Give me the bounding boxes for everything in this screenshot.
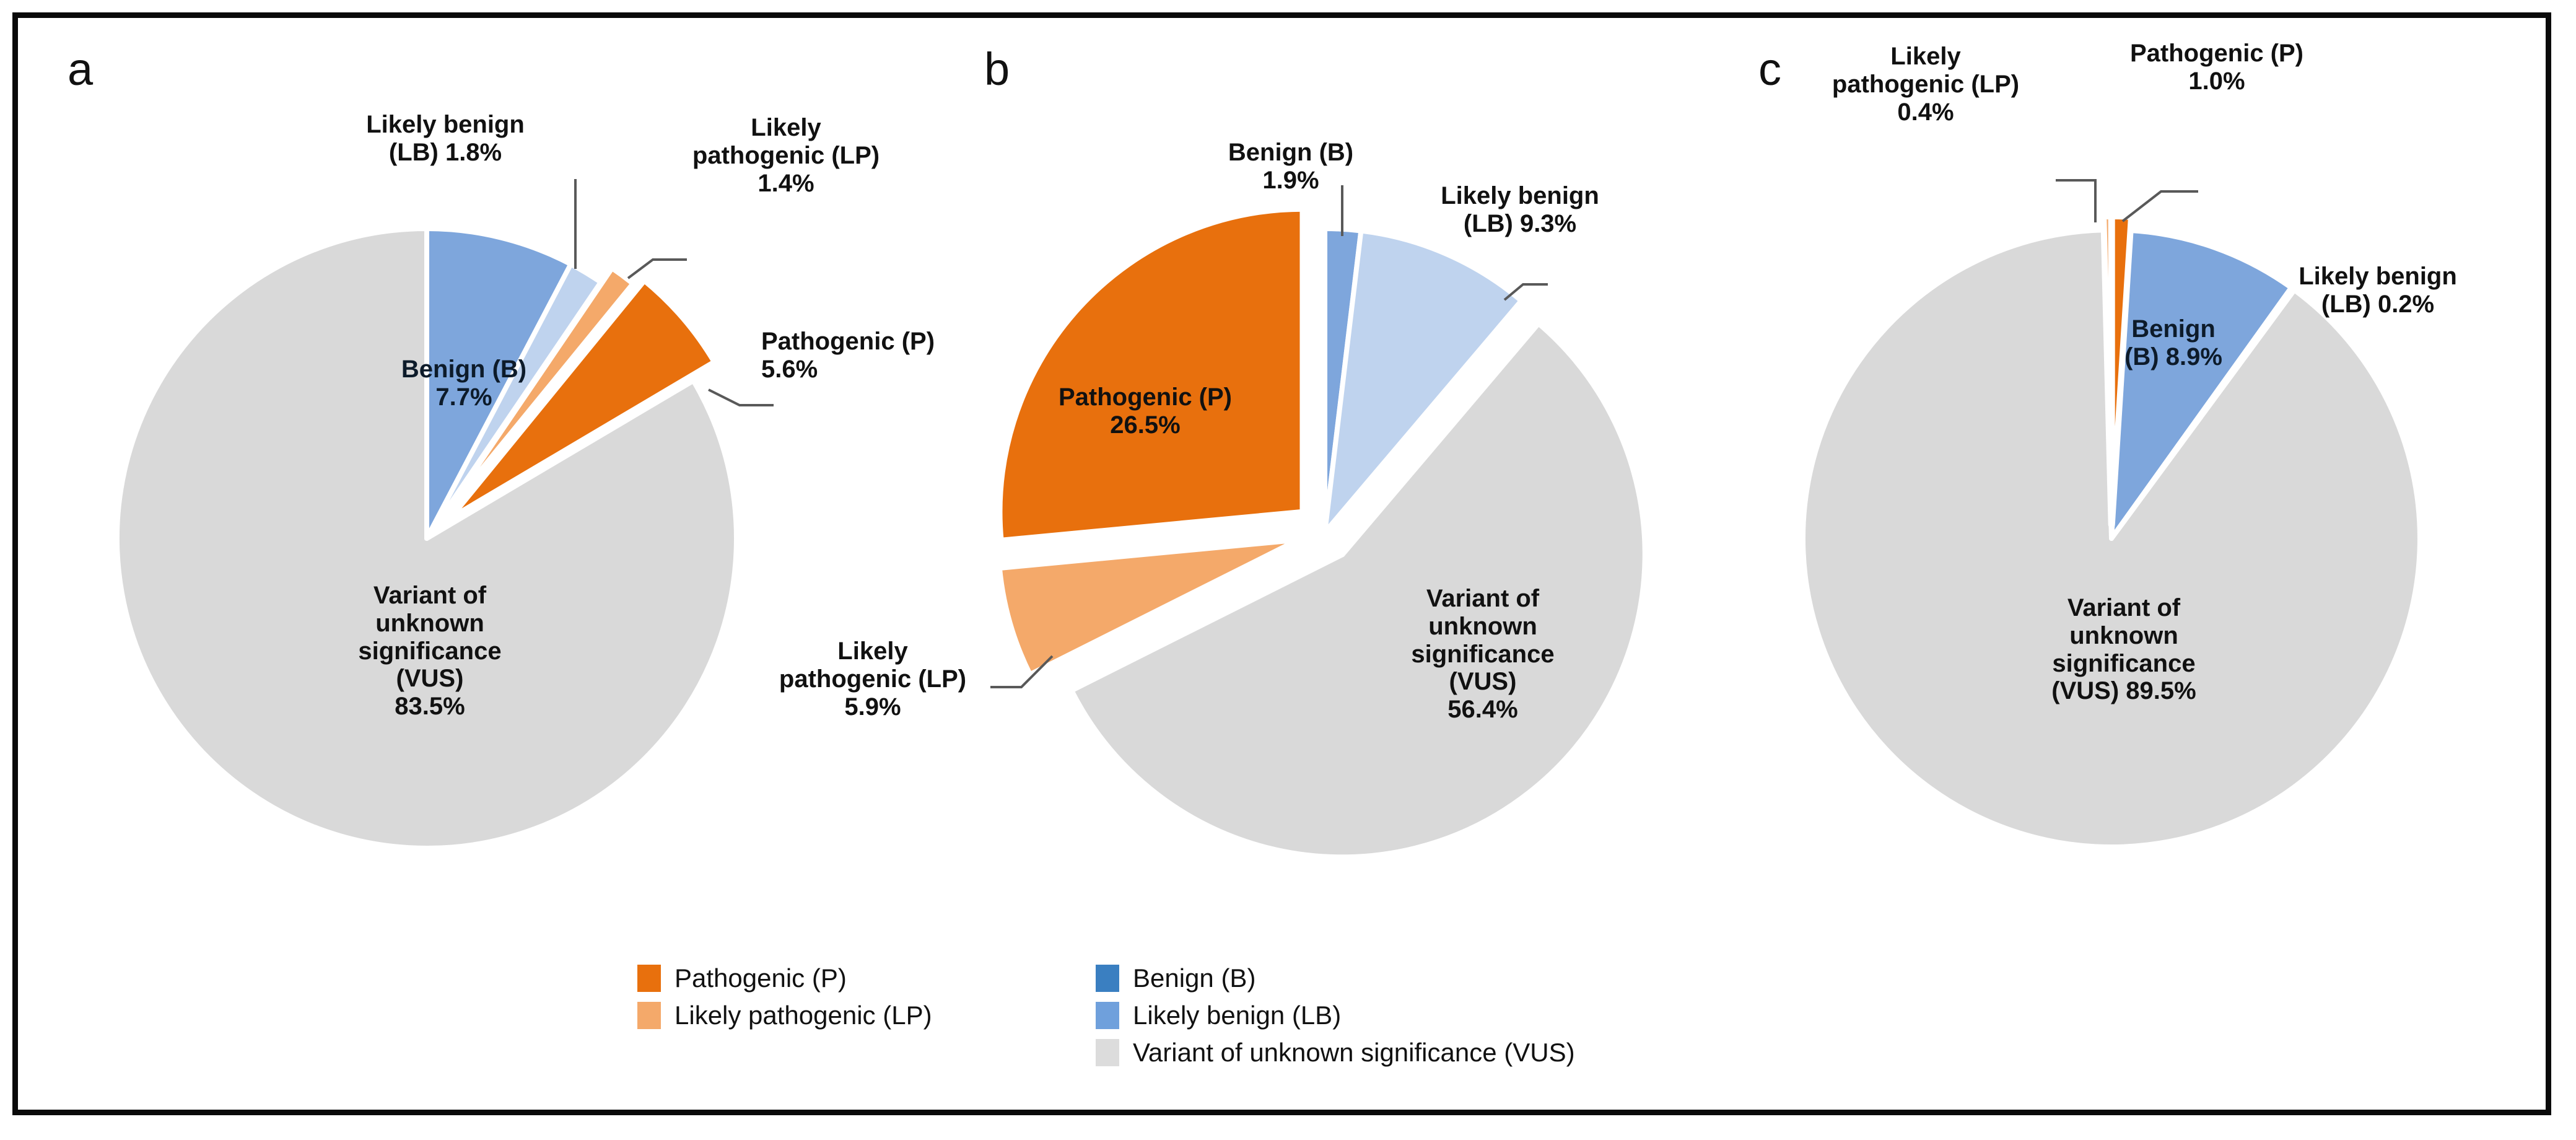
legend-column-1: Pathogenic (P) Likely pathogenic (LP): [637, 960, 932, 1034]
legend-item-benign[interactable]: Benign (B): [1096, 960, 1575, 997]
benign-swatch: [1096, 965, 1119, 992]
label-b-benign: Benign (B) 1.9%: [1228, 139, 1354, 194]
label-a-vus: Variant of unknown significance (VUS) 83…: [358, 582, 502, 721]
pie-chart-a: [115, 179, 774, 851]
label-c-likely-benign: Likely benign (LB) 0.2%: [2299, 263, 2457, 318]
panel-letter-c: c: [1758, 43, 1781, 95]
slice-b-pathogenic[interactable]: [996, 205, 1306, 544]
slice-b-vus[interactable]: [1067, 319, 1649, 861]
leader-line-b-likely-pathogenic: [990, 655, 1054, 688]
legend-column-2: Benign (B) Likely benign (LB) Variant of…: [1096, 960, 1575, 1071]
slice-a-pathogenic[interactable]: [445, 276, 718, 523]
slice-c-likely-pathogenic[interactable]: [2100, 213, 2115, 528]
leader-line-b-likely-benign: [1503, 283, 1548, 301]
legend-item-likely-benign[interactable]: Likely benign (LB): [1096, 997, 1575, 1034]
legend-label-pathogenic: Pathogenic (P): [675, 963, 847, 993]
legend-item-pathogenic[interactable]: Pathogenic (P): [637, 960, 932, 997]
panel-letter-a: a: [68, 43, 94, 95]
pie-chart-b: [990, 185, 1649, 861]
slice-a-likely-pathogenic[interactable]: [434, 264, 637, 527]
likely-pathogenic-swatch: [637, 1002, 661, 1029]
label-a-pathogenic: Pathogenic (P) 5.6%: [761, 328, 935, 383]
legend-label-vus: Variant of unknown significance (VUS): [1133, 1038, 1575, 1067]
label-a-likely-benign: Likely benign (LB) 1.8%: [366, 111, 525, 166]
slice-c-likely-benign[interactable]: [2109, 285, 2297, 541]
legend-label-benign: Benign (B): [1133, 963, 1256, 993]
label-c-benign: Benign (B) 8.9%: [2124, 315, 2222, 370]
leader-line-c-likely-pathogenic: [2056, 179, 2097, 222]
label-a-likely-pathogenic: Likely pathogenic (LP) 1.4%: [692, 114, 880, 197]
legend-item-vus[interactable]: Variant of unknown significance (VUS): [1096, 1034, 1575, 1071]
slice-b-likely-pathogenic[interactable]: [995, 536, 1304, 678]
slice-b-likely-benign[interactable]: [1322, 228, 1524, 535]
label-c-likely-pathogenic: Likely pathogenic (LP) 0.4%: [1832, 43, 2020, 126]
leader-line-a-likely-pathogenic: [627, 258, 687, 279]
leader-line-c-pathogenic: [2121, 190, 2198, 222]
label-b-likely-pathogenic: Likely pathogenic (LP) 5.9%: [779, 638, 967, 721]
legend-label-likely-pathogenic: Likely pathogenic (LP): [675, 1001, 932, 1030]
legend-item-likely-pathogenic[interactable]: Likely pathogenic (LP): [637, 997, 932, 1034]
label-b-pathogenic: Pathogenic (P) 26.5%: [1058, 384, 1233, 439]
likely-benign-swatch: [1096, 1002, 1119, 1029]
label-b-likely-benign: Likely benign (LB) 9.3%: [1441, 182, 1599, 237]
panel-a: a Benign (B) 7.7% Likely benign (LB) 1.8…: [55, 18, 935, 935]
label-b-vus: Variant of unknown significance (VUS) 56…: [1411, 585, 1555, 724]
pathogenic-swatch: [637, 965, 661, 992]
slice-a-benign[interactable]: [424, 226, 574, 541]
legend-label-likely-benign: Likely benign (LB): [1133, 1001, 1342, 1030]
panel-letter-b: b: [984, 43, 1010, 95]
panel-b: b Benign (B) 1.9% Likely benign (LB) 9.3…: [779, 18, 1715, 935]
label-c-vus: Variant of unknown significance (VUS) 89…: [2051, 594, 2196, 705]
label-a-benign: Benign (B) 7.7%: [401, 356, 527, 411]
pie-chart-c: [1801, 179, 2422, 850]
figure-frame: a Benign (B) 7.7% Likely benign (LB) 1.8…: [12, 12, 2551, 1115]
leader-line-a-pathogenic: [708, 388, 774, 406]
vus-swatch: [1096, 1039, 1119, 1066]
slice-a-vus[interactable]: [115, 226, 739, 851]
label-c-pathogenic: Pathogenic (P) 1.0%: [2129, 40, 2304, 95]
panel-c: c Likely pathogenic (LP) 0.4% Pathogenic…: [1727, 18, 2520, 935]
slice-c-benign[interactable]: [2109, 228, 2294, 541]
